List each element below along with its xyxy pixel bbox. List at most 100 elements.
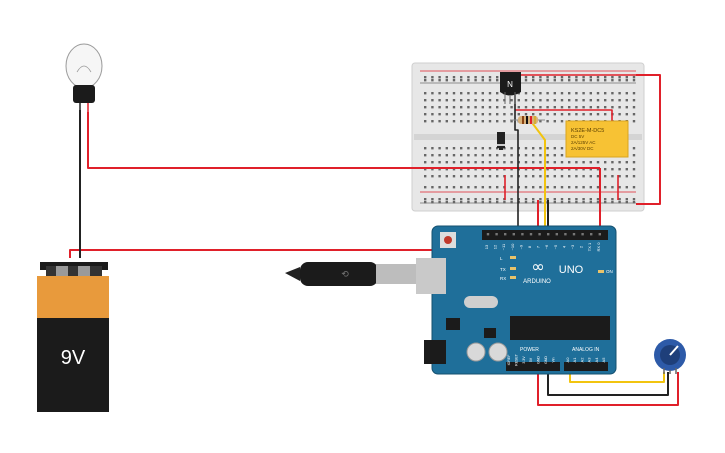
- breadboard-hole: [474, 201, 477, 204]
- digital-pin-label: RX 0: [596, 242, 601, 252]
- breadboard-hole: [625, 92, 628, 95]
- breadboard-hole: [618, 201, 621, 204]
- digital-pin[interactable]: [538, 233, 541, 236]
- power-pin-label: Vin: [551, 357, 555, 362]
- digital-pin[interactable]: [564, 233, 567, 236]
- breadboard-hole: [431, 79, 434, 82]
- breadboard-hole: [510, 201, 513, 204]
- digital-pin[interactable]: [598, 233, 601, 236]
- breadboard-hole: [452, 168, 456, 171]
- breadboard-hole: [539, 76, 542, 79]
- breadboard-hole: [474, 147, 477, 150]
- breadboard-hole: [503, 161, 506, 164]
- breadboard-hole: [575, 106, 578, 109]
- breadboard-hole: [431, 76, 434, 79]
- breadboard-hole: [625, 79, 628, 82]
- breadboard-hole: [625, 201, 628, 204]
- breadboard-hole: [611, 79, 614, 82]
- arduino-model: UNO: [559, 264, 584, 276]
- breadboard-hole: [546, 168, 549, 171]
- digital-pin[interactable]: [555, 233, 558, 236]
- breadboard-hole: [611, 161, 614, 164]
- breadboard-hole: [524, 198, 528, 201]
- digital-pin[interactable]: [486, 233, 490, 236]
- breadboard-hole: [503, 120, 506, 123]
- breadboard-hole: [503, 99, 506, 102]
- usb-cable[interactable]: ⟲: [285, 262, 418, 286]
- breadboard-hole: [488, 198, 492, 201]
- breadboard[interactable]: [411, 62, 645, 212]
- breadboard-hole: [467, 175, 470, 178]
- digital-pin[interactable]: [581, 233, 584, 236]
- breadboard-hole: [632, 113, 636, 116]
- breadboard-hole: [632, 198, 636, 201]
- digital-pin-label: 7: [536, 245, 541, 248]
- breadboard-hole: [496, 198, 499, 201]
- breadboard-hole: [488, 79, 492, 82]
- breadboard-hole: [496, 99, 499, 102]
- digital-pin[interactable]: [529, 233, 533, 236]
- breadboard-hole: [452, 154, 456, 157]
- breadboard-hole: [503, 201, 506, 204]
- digital-pin[interactable]: [495, 233, 498, 236]
- breadboard-hole: [424, 147, 427, 150]
- breadboard-hole: [438, 161, 441, 164]
- breadboard-hole: [496, 154, 499, 157]
- breadboard-hole: [524, 186, 528, 189]
- breadboard-hole: [560, 168, 564, 171]
- breadboard-hole: [582, 99, 585, 102]
- breadboard-hole: [474, 106, 477, 109]
- breadboard-hole: [438, 186, 441, 189]
- breadboard-hole: [460, 161, 463, 164]
- breadboard-hole: [589, 168, 592, 171]
- breadboard-hole: [568, 161, 571, 164]
- diode[interactable]: [497, 132, 505, 148]
- light-bulb[interactable]: [65, 43, 103, 112]
- breadboard-hole: [496, 113, 499, 116]
- digital-pin[interactable]: [521, 233, 524, 236]
- npn-transistor[interactable]: N: [500, 72, 521, 104]
- breadboard-hole: [553, 120, 556, 123]
- breadboard-hole: [524, 99, 528, 102]
- breadboard-hole: [560, 147, 564, 150]
- breadboard-hole: [488, 168, 492, 171]
- breadboard-hole: [575, 198, 578, 201]
- resistor[interactable]: [510, 116, 545, 124]
- breadboard-hole: [618, 79, 621, 82]
- breadboard-hole: [568, 113, 571, 116]
- breadboard-hole: [625, 113, 628, 116]
- breadboard-hole: [431, 154, 434, 157]
- breadboard-hole: [539, 175, 542, 178]
- reset-button[interactable]: [444, 236, 452, 244]
- breadboard-hole: [496, 120, 499, 123]
- breadboard-hole: [460, 147, 463, 150]
- breadboard-hole: [431, 99, 434, 102]
- breadboard-hole: [481, 113, 484, 116]
- digital-pin[interactable]: [512, 233, 515, 236]
- breadboard-hole: [553, 106, 556, 109]
- digital-pin[interactable]: [590, 233, 593, 236]
- digital-pin-label: ~9: [518, 244, 523, 249]
- breadboard-hole: [424, 154, 427, 157]
- breadboard-hole: [467, 161, 470, 164]
- breadboard-hole: [632, 201, 636, 204]
- breadboard-hole: [438, 201, 441, 204]
- breadboard-hole: [546, 186, 549, 189]
- breadboard-hole: [474, 113, 477, 116]
- breadboard-hole: [488, 201, 492, 204]
- battery-9v[interactable]: 9V: [37, 262, 109, 412]
- breadboard-hole: [510, 120, 513, 123]
- breadboard-hole: [481, 154, 484, 157]
- potentiometer[interactable]: [654, 339, 686, 374]
- digital-pin[interactable]: [504, 233, 507, 236]
- breadboard-hole: [496, 79, 499, 82]
- digital-pin[interactable]: [572, 233, 576, 236]
- breadboard-hole: [546, 106, 549, 109]
- digital-pin[interactable]: [547, 233, 550, 236]
- breadboard-hole: [438, 120, 441, 123]
- breadboard-hole: [438, 92, 441, 95]
